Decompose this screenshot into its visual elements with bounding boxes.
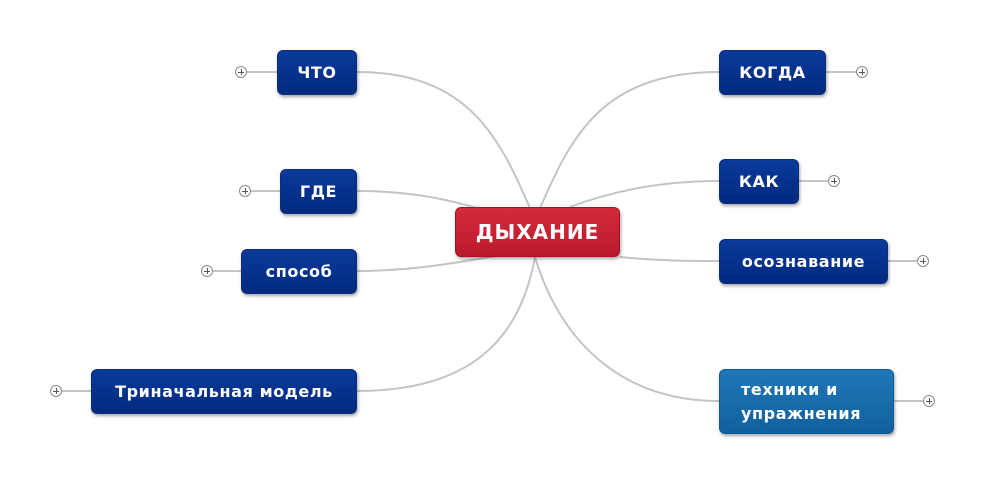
connector-tekhniki xyxy=(534,256,720,402)
connector-kak xyxy=(569,180,720,208)
expand-plus-icon-kogda[interactable] xyxy=(856,66,868,78)
connector-kogda xyxy=(539,71,720,209)
expand-plus-icon-trinachalnaya[interactable] xyxy=(50,385,62,397)
topic-gde[interactable]: ГДЕ xyxy=(280,169,357,214)
expand-plus-icon-gde[interactable] xyxy=(239,185,251,197)
topic-sposob[interactable]: способ xyxy=(241,249,357,294)
connector-sposob xyxy=(356,255,496,272)
expand-plus-icon-osoznavanie[interactable] xyxy=(917,255,929,267)
topic-trinachalnaya-model[interactable]: Триначальная модель xyxy=(91,369,357,414)
expand-plus-icon-kak[interactable] xyxy=(828,175,840,187)
connector-chto xyxy=(356,71,531,209)
expand-plus-icon-chto[interactable] xyxy=(235,66,247,78)
topic-kak[interactable]: КАК xyxy=(719,159,799,204)
topic-chto[interactable]: ЧТО xyxy=(277,50,357,95)
topic-kogda[interactable]: КОГДА xyxy=(719,50,826,95)
central-topic[interactable]: ДЫХАНИЕ xyxy=(455,207,620,257)
expand-plus-icon-sposob[interactable] xyxy=(201,265,213,277)
connector-trinachalnaya xyxy=(356,256,536,392)
expand-plus-icon-tekhniki[interactable] xyxy=(923,395,935,407)
connector-osoznavanie xyxy=(619,256,720,262)
topic-tekhniki-i-uprazhneniya[interactable]: техники и упражнения xyxy=(719,369,894,434)
topic-osoznavanie[interactable]: осознавание xyxy=(719,239,888,284)
